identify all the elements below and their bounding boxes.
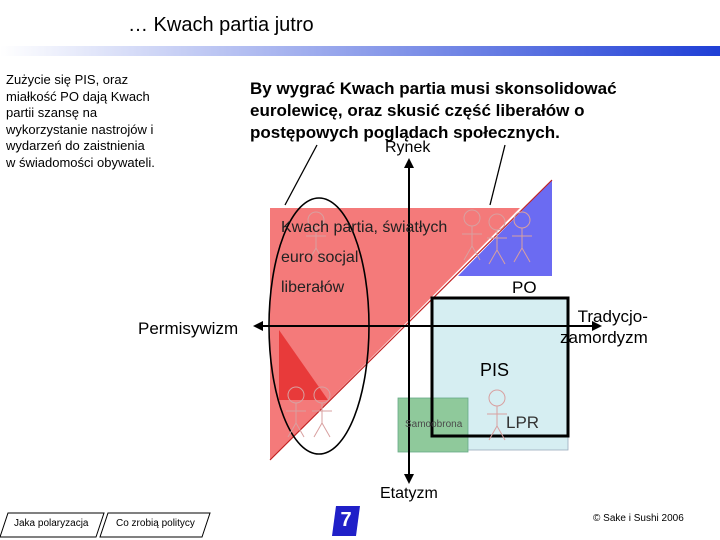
pointer-line-left xyxy=(284,144,318,206)
kwach-ellipse xyxy=(268,197,370,455)
page-title: … Kwach partia jutro xyxy=(128,14,314,36)
kwach-dark-wedge xyxy=(279,330,328,400)
footer-button-co-zrobia-politycy[interactable]: Co zrobią politycy xyxy=(100,513,210,537)
figure-icon xyxy=(286,386,306,438)
main-statement: By wygrać Kwach partia musi skonsolidowa… xyxy=(250,79,617,142)
kwach-label-line-3: liberałów xyxy=(281,279,345,296)
kwach-region xyxy=(270,208,520,460)
page-number-badge[interactable]: 7 xyxy=(331,506,361,536)
diagonal-line xyxy=(269,179,553,461)
axis-label-rynek: Rynek xyxy=(385,139,431,156)
lpr-box xyxy=(430,296,570,438)
footer-button-2-label: Co zrobią politycy xyxy=(116,518,195,529)
figure-icon xyxy=(487,213,507,265)
kwach-label-line-2: euro socjal xyxy=(281,249,359,266)
footer-button-1-shape xyxy=(0,512,105,538)
party-label-samoobrona: Samoobrona xyxy=(405,419,463,430)
party-label-po: PO xyxy=(512,278,537,297)
figure-icon xyxy=(487,389,507,441)
page-number: 7 xyxy=(340,509,352,531)
party-label-lpr: LPR xyxy=(506,413,540,432)
party-label-pis: PIS xyxy=(480,360,510,380)
figure-icon xyxy=(512,211,532,263)
page-number-shape xyxy=(332,506,360,536)
stick-figures xyxy=(286,209,532,441)
footer-button-2-shape xyxy=(99,512,211,538)
axis-label-permisywizm: Permisywizm xyxy=(138,319,239,338)
left-commentary: Zużycie się PIS, oraz miałkość PO dają K… xyxy=(6,72,155,170)
figure-icon xyxy=(312,386,332,438)
copyright-notice: © Sake i Sushi 2006 xyxy=(593,513,684,524)
axis-label-etatyzm: Etatyzm xyxy=(380,485,438,502)
figure-icon xyxy=(462,209,482,261)
axis-label-tradycjozamordyzm: Tradycjo- zamordyzm xyxy=(560,307,648,347)
figure-icon xyxy=(306,211,326,263)
kwach-label-line-1: Kwach partia, światłych xyxy=(281,219,448,236)
footer-button-1-label: Jaka polaryzacja xyxy=(14,518,89,529)
footer-button-jaka-polaryzacja[interactable]: Jaka polaryzacja xyxy=(0,513,104,537)
title-gradient-bar xyxy=(0,46,720,56)
pointer-line-right xyxy=(489,144,506,206)
